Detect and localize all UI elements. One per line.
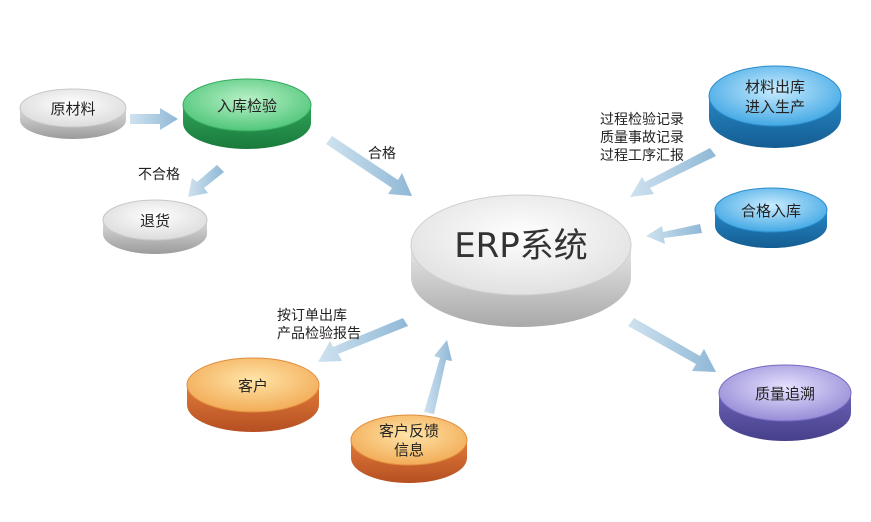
arrow-raw-to-inbound: [130, 108, 178, 130]
arrow-inbound-to-return: [188, 165, 224, 197]
edge-label-order-1: 按订单出库: [277, 308, 347, 324]
arrow-erp-to-quality: [628, 318, 716, 372]
qualified-inbound-node: 合格入库: [714, 187, 828, 248]
raw-material-label: 原材料: [50, 100, 95, 118]
return-goods-node: 退货: [102, 199, 208, 254]
edge-label-process-1: 过程检验记录: [600, 112, 684, 128]
customer-feedback-label-2: 信息: [394, 441, 424, 459]
inbound-inspection-node: 入库检验: [182, 78, 312, 149]
qualified-inbound-label: 合格入库: [741, 202, 801, 220]
arrows: [130, 108, 716, 414]
edge-label-fail: 不合格: [138, 167, 180, 183]
return-goods-label: 退货: [140, 212, 170, 230]
edge-label-process-2: 质量事故记录: [600, 130, 684, 146]
erp-system-disk: ERP系统: [410, 194, 632, 327]
material-outbound-label-2: 进入生产: [745, 98, 805, 116]
customer-feedback-node: 客户反馈 信息: [350, 414, 468, 483]
erp-system-title: ERP系统: [454, 226, 588, 266]
edge-label-order-2: 产品检验报告: [277, 326, 361, 342]
arrow-qualified-to-erp: [646, 224, 702, 244]
customer-feedback-label-1: 客户反馈: [379, 422, 439, 440]
customer-label: 客户: [238, 377, 268, 395]
arrow-material-to-erp: [630, 148, 716, 197]
quality-trace-label: 质量追溯: [755, 385, 815, 403]
quality-trace-node: 质量追溯: [718, 364, 852, 441]
arrow-erp-to-customer: [318, 318, 408, 362]
arrow-inbound-to-erp: [326, 136, 412, 196]
inbound-inspection-label: 入库检验: [217, 97, 277, 115]
material-outbound-label-1: 材料出库: [745, 78, 805, 96]
raw-material-node: 原材料: [19, 88, 127, 139]
edge-label-pass: 合格: [368, 146, 396, 162]
customer-node: 客户: [186, 357, 320, 432]
arrow-feedback-to-erp: [424, 340, 452, 414]
material-outbound-node: 材料出库 进入生产: [708, 65, 842, 148]
edge-label-process-3: 过程工序汇报: [600, 148, 684, 164]
